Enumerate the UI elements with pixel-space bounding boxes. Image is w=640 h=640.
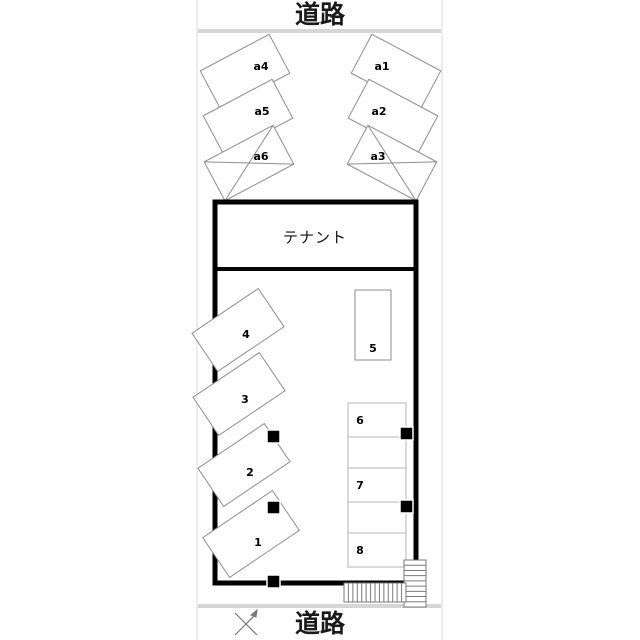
grid-cell-6[interactable] xyxy=(347,402,407,438)
stall-label-1: 1 xyxy=(254,536,262,549)
top-road-bar xyxy=(198,29,441,33)
stall-label-a3: a3 xyxy=(370,150,385,163)
cross-line xyxy=(347,161,437,165)
direction-stroke-b xyxy=(234,612,258,636)
stall-5-outline[interactable] xyxy=(354,289,392,361)
bottom-road-bar xyxy=(198,604,441,608)
stall-label-a6: a6 xyxy=(253,150,268,163)
stall-label-a2: a2 xyxy=(371,105,386,118)
pillar-marker-3 xyxy=(266,574,281,589)
stall-label-5: 5 xyxy=(369,342,377,355)
angled-stall-a3 xyxy=(346,124,438,202)
pillar-marker-5 xyxy=(399,499,414,514)
angled-stall-4 xyxy=(191,287,285,373)
pillar-marker-1 xyxy=(266,429,281,444)
pillar-marker-4 xyxy=(399,426,414,441)
stall-label-4: 4 xyxy=(242,328,250,341)
stall-outline[interactable] xyxy=(191,287,285,373)
angled-stalls-interior-layer: 4 3 2 1 xyxy=(191,287,300,579)
stall-label-a1: a1 xyxy=(374,60,389,73)
stairs-layer xyxy=(343,559,427,608)
text-layer: 道路 道路 テナント xyxy=(283,0,347,638)
angled-stall-a6 xyxy=(203,124,295,202)
stall-label-a5: a5 xyxy=(254,105,269,118)
stall-label-2: 2 xyxy=(246,466,254,479)
stall-label-a4: a4 xyxy=(253,60,268,73)
pillar-marker-2 xyxy=(266,500,281,515)
stall-outline[interactable] xyxy=(192,351,286,437)
right-grid-layer: 6 7 8 xyxy=(347,402,407,568)
stall-5-layer: 5 xyxy=(354,289,392,361)
cross-line xyxy=(224,124,274,202)
grid-cell-blank-1[interactable] xyxy=(347,436,407,469)
page-frame-layer xyxy=(196,0,443,640)
grid-cell-blank-3[interactable] xyxy=(347,501,407,534)
pillar-marker-layer xyxy=(266,426,414,589)
grid-cell-8[interactable] xyxy=(347,532,407,568)
stall-label-6: 6 xyxy=(356,414,364,427)
stall-label-3: 3 xyxy=(241,393,249,406)
tenant-label: テナント xyxy=(283,229,347,247)
stairs-vertical xyxy=(403,559,427,608)
direction-mark-layer xyxy=(234,608,258,636)
grid-cell-7[interactable] xyxy=(347,467,407,503)
stall-label-8: 8 xyxy=(356,544,364,557)
stall-label-7: 7 xyxy=(356,479,364,492)
road-label-top: 道路 xyxy=(295,0,346,29)
angled-stalls-top-layer: a4 a5 a6 a1 a2 a3 xyxy=(199,33,442,202)
road-label-bottom: 道路 xyxy=(295,609,346,638)
angled-stall-3 xyxy=(192,351,286,437)
direction-arrowhead xyxy=(250,608,258,618)
road-bar-layer xyxy=(198,29,441,608)
